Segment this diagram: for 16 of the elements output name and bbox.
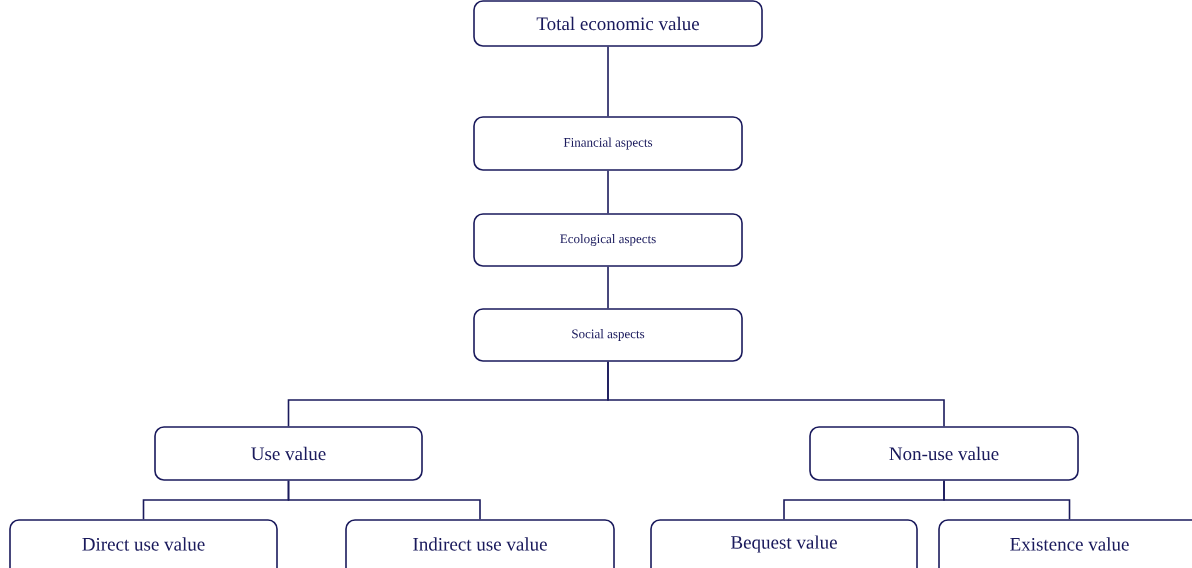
node-box: Direct use value [9,519,278,568]
node-box: Social aspects [473,308,743,362]
connector-line [607,266,609,309]
node-box: Total economic value [473,0,763,47]
connector-line [607,46,609,117]
connector-line [943,480,1071,520]
node-box: Indirect use value [345,519,615,568]
node-box: Use value [154,426,423,481]
connector-line [607,361,945,427]
node-box: Non-use value [809,426,1079,481]
connector-line [607,170,609,214]
node-box: Existence value [938,519,1192,568]
connector-line [287,480,481,520]
node-box: Bequest value [650,519,918,568]
node-box: Ecological aspects [473,213,743,267]
node-box: Financial aspects [473,116,743,171]
